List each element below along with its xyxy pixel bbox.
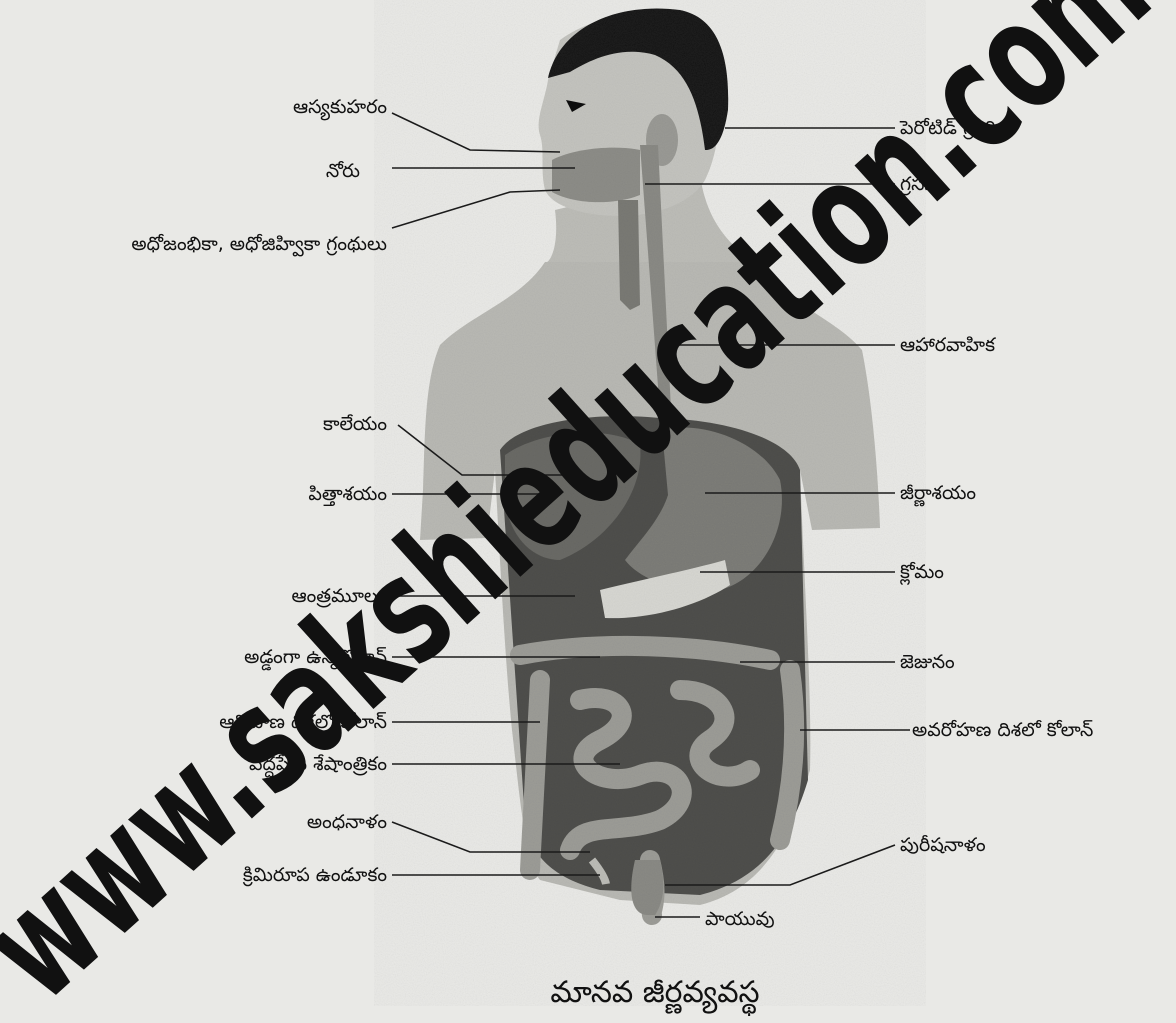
label-jejunum: జెజునం: [900, 651, 955, 673]
label-pancreas: క్లోమం: [899, 561, 943, 586]
label-esophagus: ఆహారవాహిక: [900, 334, 996, 356]
label-stomach: జీర్ణాశయం: [900, 482, 976, 507]
oral-cavity: [552, 148, 640, 202]
label-caecum: అంధనాళం: [307, 811, 387, 833]
label-salivary-glands: అధోజంభికా, అధోజిహ్వికా గ్రంథులు: [131, 233, 387, 257]
label-oral-cavity: ఆస్యకుహరం: [293, 96, 387, 121]
label-anus: పాయువు: [705, 908, 775, 930]
label-liver: కాలేయం: [323, 413, 387, 435]
diagram-title: మానవ జీర్ణవ్యవస్థ: [550, 975, 759, 1017]
label-gallbladder: పిత్తాశయం: [308, 483, 387, 507]
rectum: [631, 860, 663, 915]
label-mouth: నోరు: [326, 160, 360, 182]
label-descending-colon: అవరోహణ దిశలో కోలాన్: [912, 719, 1093, 741]
label-appendix: క్రిమిరూప ఉండూకం: [243, 864, 387, 887]
label-rectum: పురీషనాళం: [900, 834, 986, 856]
